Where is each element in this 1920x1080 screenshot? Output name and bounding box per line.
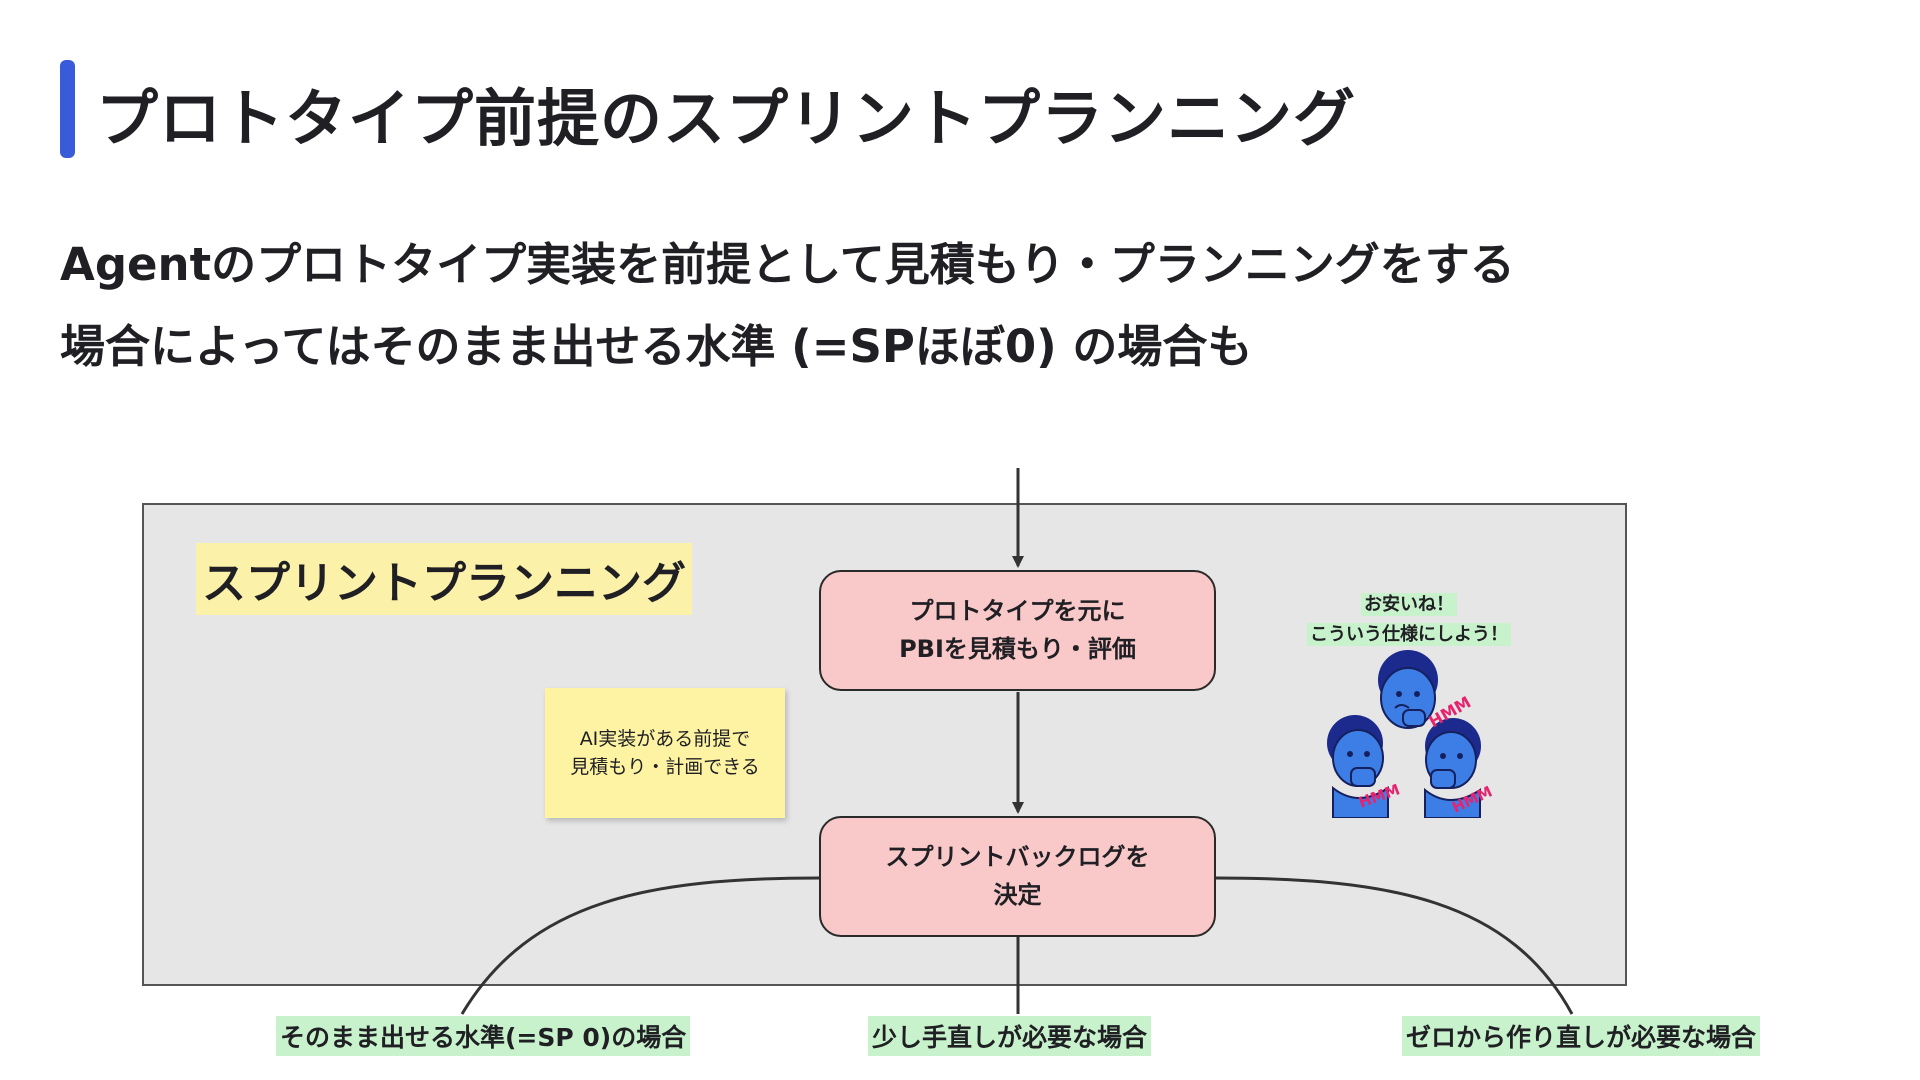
title-accent-bar [60,60,75,158]
process-estimate-pbi: プロトタイプを元に PBIを見積もり・評価 [819,570,1216,691]
outcome-ship-as-is: そのまま出せる水準(=SP 0)の場合 [276,1016,691,1056]
lead-line-1: Agentのプロトタイプ実装を前提として見積もり・プランニングをする [60,238,1515,291]
branch-left-curve [460,876,820,1015]
outcome-minor-fixes: 少し手直しが必要な場合 [868,1016,1152,1056]
sticky-note: AI実装がある前提で 見積もり・計画できる [545,688,785,818]
process-decide-backlog: スプリントバックログを 決定 [819,816,1216,937]
outcome-rebuild: ゼロから作り直しが必要な場合 [1402,1016,1761,1056]
panel-title: スプリントプランニング [196,543,692,615]
page-title: プロトタイプ前提のスプリントプランニング [96,82,1357,155]
thinking-faces-sticker-icon: HMM HMM HMM [1327,650,1495,818]
speech-line-1: お安いね！ [1296,590,1522,616]
branch-right-curve [1215,876,1574,1015]
speech-line-2: こういう仕様にしよう！ [1296,620,1522,646]
lead-line-2: 場合によってはそのまま出せる水準 (=SPほぼ0) の場合も [60,320,1253,373]
